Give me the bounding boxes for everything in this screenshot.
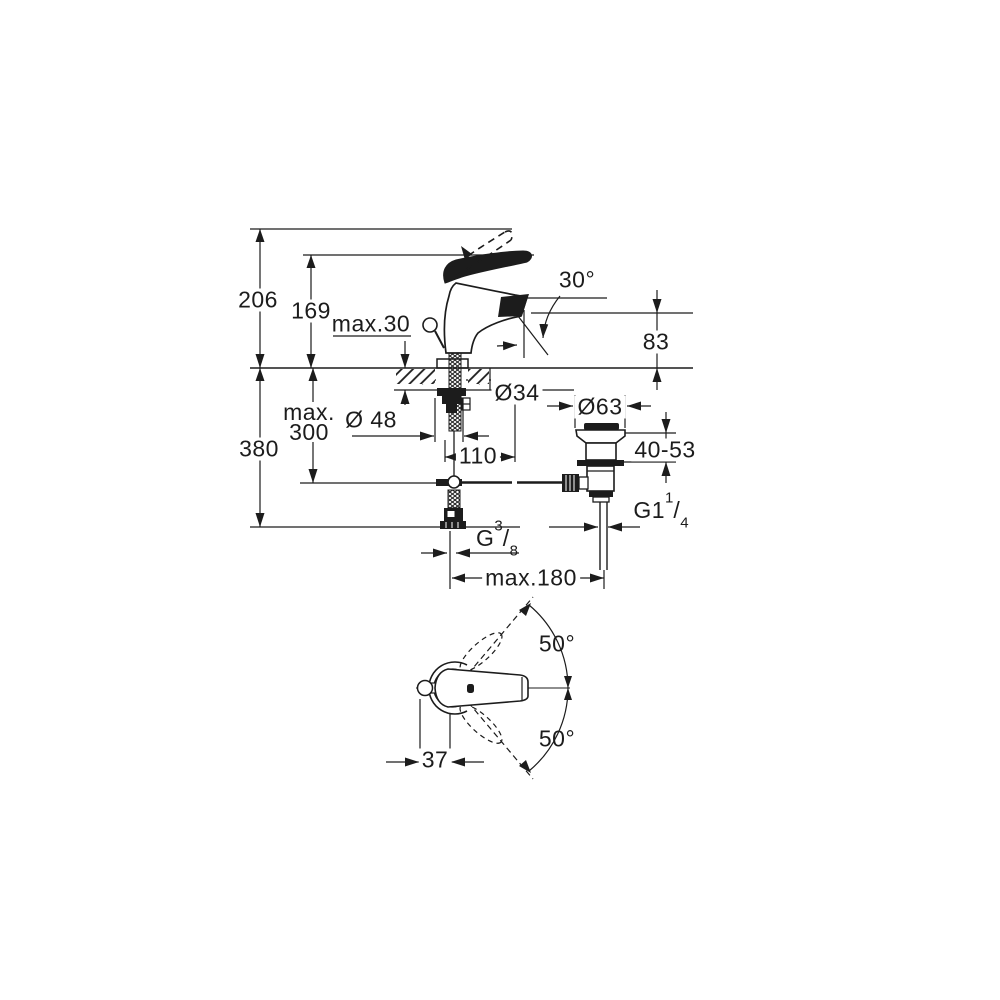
aerator <box>498 294 529 317</box>
dim-label-waste-flange-diameter: Ø63 <box>574 395 626 419</box>
dim-label-outlet-offset: 110 <box>455 444 501 468</box>
lever-raised-dashed <box>448 230 513 277</box>
top-view <box>386 596 572 780</box>
waste-thread-label: G11/4 <box>633 489 689 532</box>
dim-label-swivel-upper: 50° <box>538 630 576 657</box>
waste-thread-slash: / <box>673 497 681 524</box>
supply-connector-nut <box>440 521 466 529</box>
lever-top-view <box>434 668 529 708</box>
dim-label-spout-outlet-height: 83 <box>639 330 673 354</box>
supply-thread-numerator: 3 <box>494 517 503 535</box>
dim-label-base-diameter: Ø 48 <box>345 406 397 433</box>
waste-thread-numerator: 1 <box>665 489 674 507</box>
dim-label-install-depth: max. 300 <box>280 399 338 445</box>
dim-label-height-to-lever: 169 <box>288 299 334 323</box>
mounting-washer <box>437 388 466 396</box>
dim-label-handle-offset: 37 <box>418 748 452 772</box>
install-depth-line2: 300 <box>289 419 329 445</box>
dim-label-rod-reach: max.180 <box>482 566 580 590</box>
lever-motion-arrow <box>461 246 472 260</box>
lever-rotated-upper-dashed <box>459 632 503 672</box>
supply-thread-prefix: G <box>476 525 495 552</box>
mounting-nut <box>442 396 461 404</box>
dim-label-deck-thickness: max.30 <box>331 310 411 337</box>
dim-label-supply-length: 380 <box>236 437 282 461</box>
supply-thread-label: G3/8 <box>476 517 518 560</box>
counter-section <box>396 369 489 384</box>
waste-seal <box>577 460 624 466</box>
install-depth-line1: max. <box>283 399 335 425</box>
waste-pull-knob-top <box>416 679 434 697</box>
waste-plug-top <box>584 423 619 430</box>
supply-thread-slash: / <box>502 525 510 552</box>
dim-label-swivel-lower: 50° <box>538 725 576 752</box>
waste-pull-knob <box>422 317 438 333</box>
dim-label-height-total: 206 <box>235 288 281 312</box>
faucet-body <box>443 282 529 354</box>
waste-thread-prefix: G1 <box>633 497 666 524</box>
dim-label-spout-angle: 30° <box>558 266 596 293</box>
dim-label-shank-diameter: Ø34 <box>491 381 543 405</box>
waste-thread-denominator: 4 <box>680 514 689 532</box>
pop-up-waste-front <box>562 423 626 570</box>
dim-label-basin-thickness: 40-53 <box>631 438 699 462</box>
lever-rotated-lower-dashed <box>459 704 503 744</box>
base-ring <box>436 358 469 369</box>
supply-thread-denominator: 8 <box>509 542 518 560</box>
faucet-front-view <box>422 230 562 529</box>
